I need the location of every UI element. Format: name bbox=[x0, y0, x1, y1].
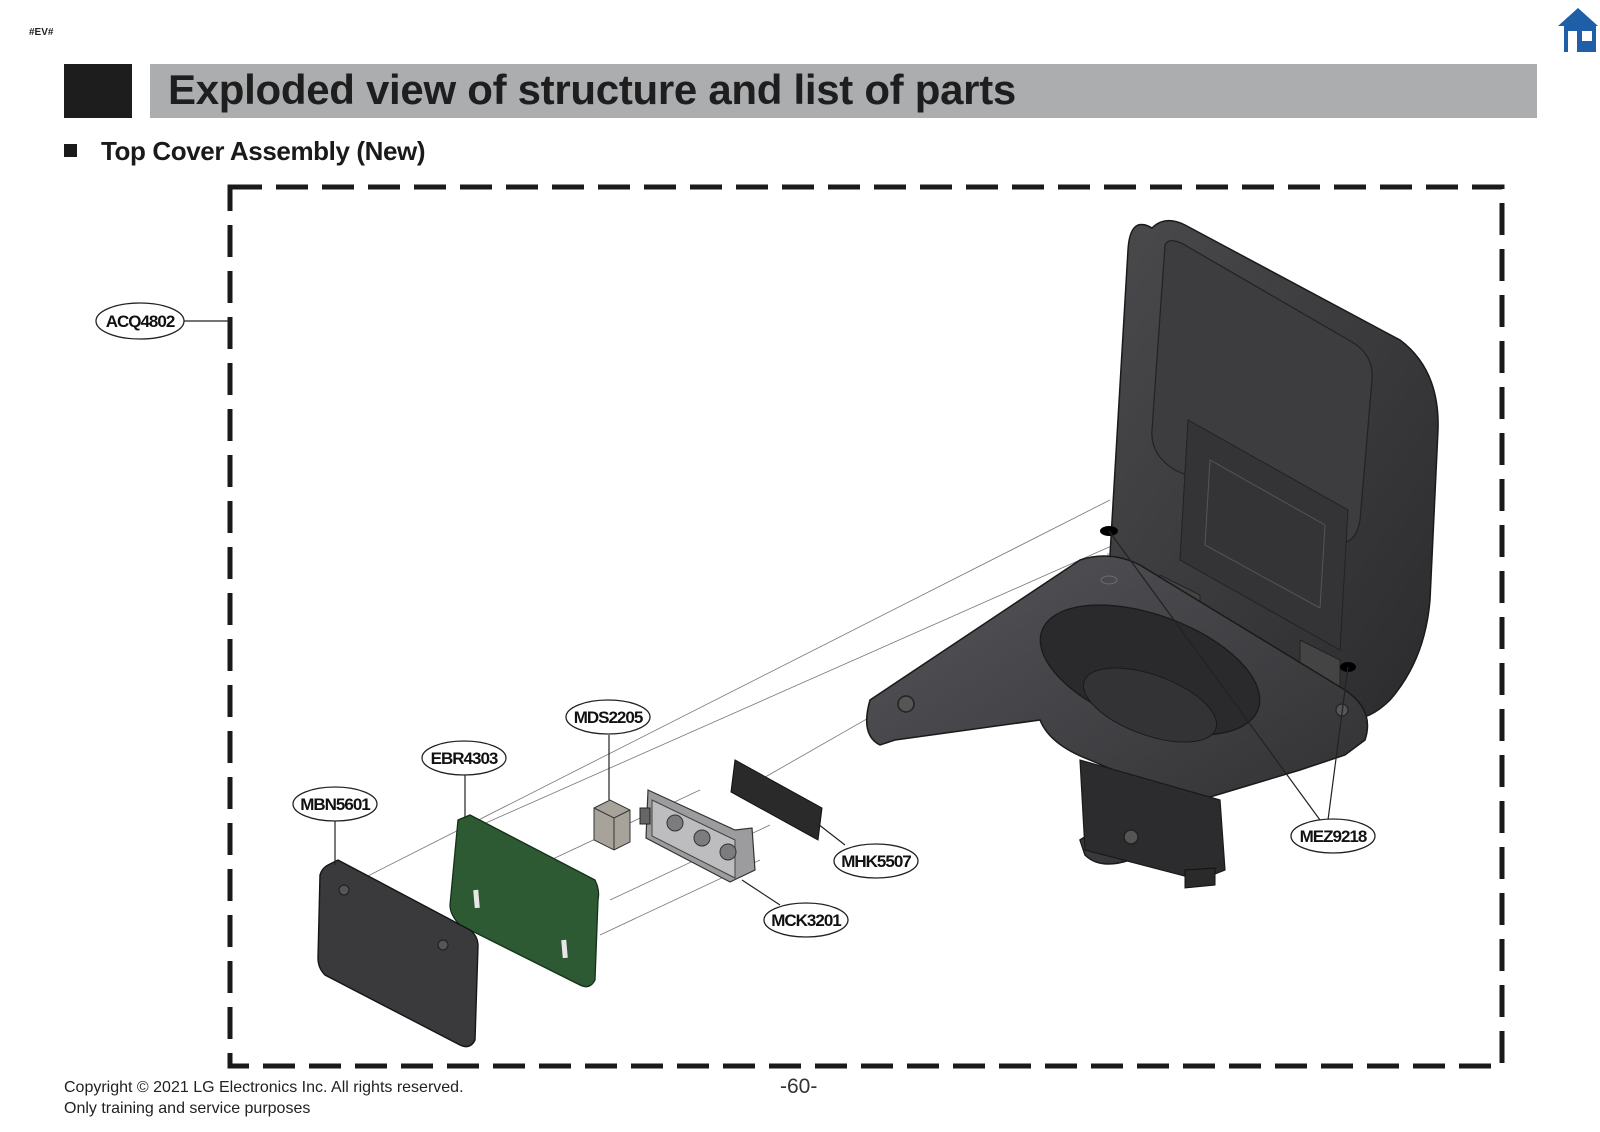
section-title: Top Cover Assembly (New) bbox=[101, 136, 426, 166]
callout-label-mbn5601: MBN5601 bbox=[300, 795, 370, 814]
top-cover-lid bbox=[1109, 219, 1439, 721]
callout-label-mez9218: MEZ9218 bbox=[1300, 827, 1367, 846]
callout-label-mds2205: MDS2205 bbox=[574, 708, 643, 727]
callout-mbn5601[interactable]: MBN5601 bbox=[292, 786, 378, 865]
section-heading: Top Cover Assembly (New) bbox=[64, 136, 426, 167]
part-mbn5601 bbox=[317, 859, 479, 1048]
assembly-boundary bbox=[227, 184, 1505, 1069]
callout-mez9218[interactable]: MEZ9218 bbox=[1108, 530, 1376, 854]
top-cover-base bbox=[865, 526, 1369, 889]
footer-copyright: Copyright © 2021 LG Electronics Inc. All… bbox=[64, 1077, 464, 1119]
callout-acq4802[interactable]: ACQ4802 bbox=[95, 302, 230, 340]
part-mck3201 bbox=[639, 789, 756, 883]
copyright-text: Copyright © 2021 LG Electronics Inc. All… bbox=[64, 1079, 464, 1096]
callout-label-mhk5507: MHK5507 bbox=[841, 852, 911, 871]
callout-mck3201[interactable]: MCK3201 bbox=[741, 879, 849, 938]
callout-mhk5507[interactable]: MHK5507 bbox=[817, 823, 919, 879]
callout-label-mck3201: MCK3201 bbox=[771, 911, 841, 930]
part-mhk5507 bbox=[730, 759, 823, 841]
purpose-text: Only training and service purposes bbox=[64, 1100, 311, 1117]
title-marker bbox=[64, 64, 132, 118]
title-bar: Exploded view of structure and list of p… bbox=[150, 64, 1537, 118]
page-title: Exploded view of structure and list of p… bbox=[168, 66, 1016, 113]
callout-label-ebr4303: EBR4303 bbox=[431, 749, 498, 768]
square-bullet-icon bbox=[64, 143, 77, 157]
callout-mds2205[interactable]: MDS2205 bbox=[565, 699, 651, 800]
part-mds2205 bbox=[593, 799, 631, 851]
home-icon[interactable] bbox=[1556, 6, 1600, 54]
page-number: -60- bbox=[780, 1075, 818, 1098]
document-tag: #EV# bbox=[29, 27, 54, 38]
callout-label-acq4802: ACQ4802 bbox=[106, 312, 175, 331]
part-ebr4303-pcb bbox=[449, 814, 600, 988]
callout-ebr4303[interactable]: EBR4303 bbox=[421, 740, 507, 818]
